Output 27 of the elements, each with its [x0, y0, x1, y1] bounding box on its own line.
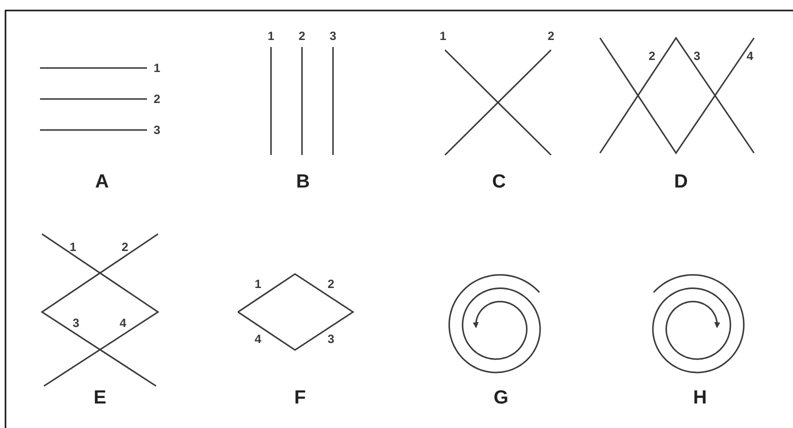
line-number: 2	[154, 93, 160, 105]
line-number: 2	[328, 278, 334, 290]
panel-letter: D	[674, 172, 688, 192]
line-number: 1	[268, 30, 274, 42]
line-number: 4	[120, 317, 126, 329]
panel-letter: C	[492, 172, 506, 192]
panel-letter: H	[693, 388, 707, 408]
line-number: 1	[154, 62, 160, 74]
line-number: 3	[72, 317, 80, 329]
line-number: 2	[648, 50, 656, 62]
line-number: 2	[548, 30, 554, 42]
line-number: 3	[330, 30, 336, 42]
panel-letter: G	[494, 388, 508, 408]
line-number: 1	[440, 30, 446, 42]
line-number: 3	[328, 333, 334, 345]
line-number: 1	[254, 278, 262, 290]
line-number: 2	[298, 30, 306, 42]
line-number: 3	[694, 50, 700, 62]
panel-letter: A	[95, 172, 109, 192]
line-number: 3	[154, 124, 160, 136]
line-number: 4	[254, 333, 262, 345]
line-number: 2	[122, 241, 128, 253]
panel-letter: F	[294, 388, 306, 408]
panel-letter: B	[296, 172, 310, 192]
line-number: 4	[746, 50, 754, 62]
line-number: 1	[70, 241, 76, 253]
panel-letter: E	[94, 388, 106, 408]
